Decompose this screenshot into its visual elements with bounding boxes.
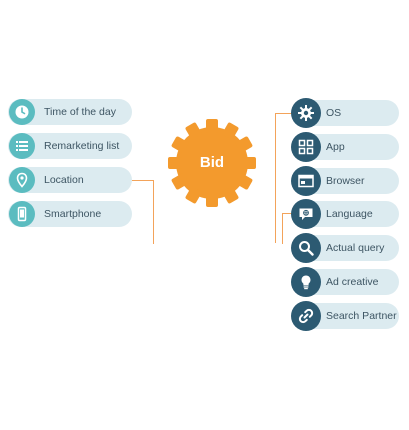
right-connector-lower-horizontal [282, 213, 292, 214]
bid-gear-icon [168, 119, 256, 207]
smartphone-label: Smartphone [44, 208, 102, 220]
gear-tooth [185, 122, 202, 140]
language-label: Language [326, 208, 373, 220]
remarketing-list-label: Remarketing list [44, 140, 120, 152]
speech-bubble-icon [291, 199, 321, 229]
browser-label: Browser [326, 175, 365, 187]
gear-tooth [222, 186, 239, 204]
gear-tooth [235, 173, 253, 190]
os-label: OS [326, 107, 342, 119]
location-pin-icon [9, 167, 35, 193]
gear-tooth [185, 186, 202, 204]
right-connector-lower-vertical [282, 213, 283, 244]
gear-tooth [206, 193, 218, 207]
gear-icon [291, 98, 321, 128]
link-icon [291, 301, 321, 331]
clock-icon [9, 99, 35, 125]
actual-query-label: Actual query [326, 242, 385, 254]
gear-tooth [242, 157, 256, 169]
smartphone-icon [9, 201, 35, 227]
ad-creative-label: Ad creative [326, 276, 379, 288]
gear-tooth [168, 157, 182, 169]
gear-tooth [235, 136, 253, 153]
list-icon [9, 133, 35, 159]
gear-tooth [171, 136, 189, 153]
app-grid-icon [291, 132, 321, 162]
gear-tooth [171, 173, 189, 190]
right-connector-top-horizontal [275, 113, 292, 114]
browser-window-icon [291, 166, 321, 196]
left-connector-horizontal [132, 180, 154, 181]
left-connector-vertical [153, 180, 154, 244]
magnifier-icon [291, 233, 321, 263]
lightbulb-icon [291, 267, 321, 297]
time-of-day-label: Time of the day [44, 106, 116, 118]
location-label: Location [44, 174, 84, 186]
app-label: App [326, 141, 345, 153]
gear-tooth [206, 119, 218, 133]
search-partner-label: Search Partner [326, 310, 397, 322]
gear-tooth [222, 122, 239, 140]
bid-label: Bid [199, 154, 225, 171]
right-connector-top-vertical [275, 113, 276, 243]
